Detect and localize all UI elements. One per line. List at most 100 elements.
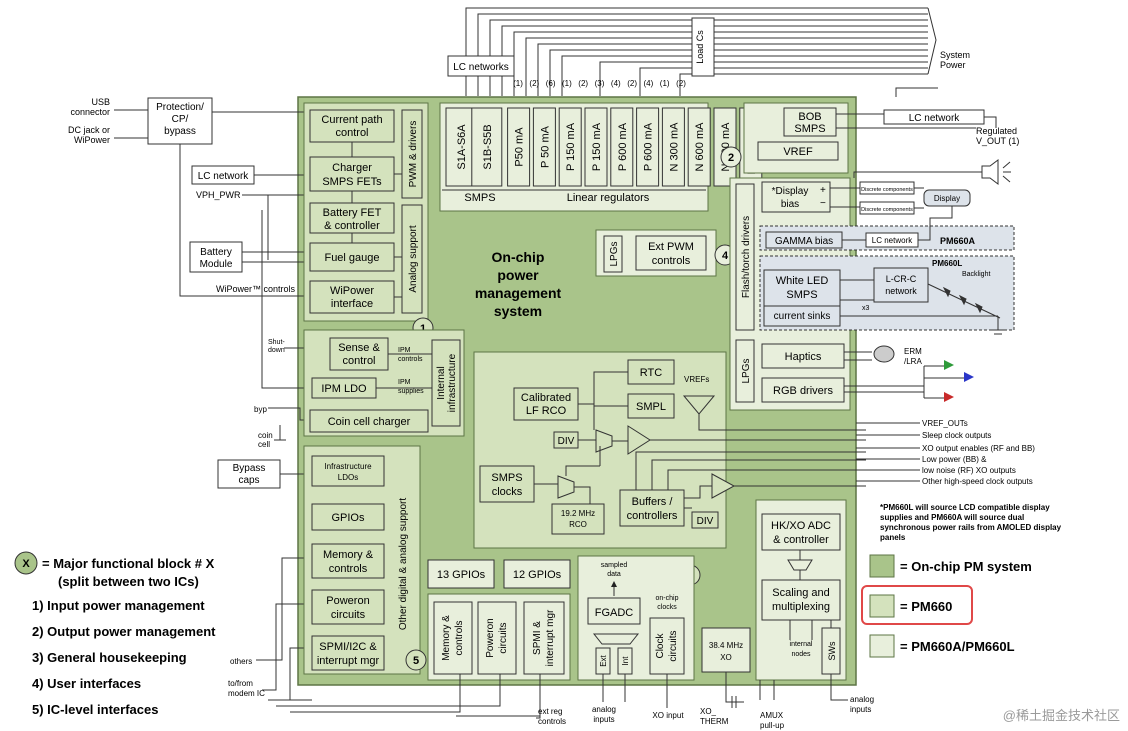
- current-path-box: [309, 109, 395, 143]
- ipm-controls-line1: IPM: [398, 347, 411, 354]
- dc-jack-line2: WiPower: [74, 135, 110, 145]
- protection-box: [147, 97, 213, 145]
- block5-marker: [405, 649, 427, 671]
- hkxo-adc-box: [761, 513, 841, 551]
- battery-fet-box: [309, 202, 395, 234]
- infra-ldos-line1: Infrastructure: [324, 462, 372, 471]
- ext-label: Ext: [599, 654, 608, 666]
- on-chip-clocks-line2: clocks: [657, 604, 677, 611]
- legend-swatch-label: = PM660: [900, 599, 952, 614]
- rco-19-line2: RCO: [569, 520, 587, 529]
- right-output-label: Other high-speed clock outputs: [922, 477, 1033, 486]
- lpgs-label-2: LPGs: [741, 358, 752, 383]
- erm-lra-line1: ERM: [904, 347, 922, 356]
- analog-support-box: [401, 204, 423, 314]
- fgadc-label: FGADC: [595, 607, 634, 619]
- buffers-line1: Buffers /: [632, 496, 674, 508]
- legend-swatch-label: = On-chip PM system: [900, 559, 1032, 574]
- pow2-box: [477, 601, 517, 675]
- discrete-components-2-label: Discrete components: [861, 207, 913, 213]
- calibrated-lf-rco-box: [513, 387, 579, 421]
- smps-clocks-line1: SMPS: [491, 472, 522, 484]
- block5-number: 5: [413, 655, 419, 667]
- legend-item: 5) IC-level interfaces: [32, 702, 158, 717]
- display-bias-plus: +: [820, 185, 826, 196]
- usb-connector-line2: connector: [70, 107, 110, 117]
- mem2-box: [433, 601, 473, 675]
- lpgs-box-2: [735, 339, 755, 403]
- system-power-line1: System: [940, 50, 970, 60]
- hkxo-adc-line2: & controller: [773, 534, 829, 546]
- rgb-drivers-box: [761, 377, 845, 403]
- analog-inputs-line1: analog: [592, 705, 616, 714]
- clock-circuits-line2: circuits: [668, 630, 679, 661]
- wipower-interface-line2: interface: [331, 298, 373, 310]
- clock-circuits-box: [649, 617, 685, 675]
- charger-line1: Charger: [332, 162, 372, 174]
- backlight-label: Backlight: [962, 271, 990, 278]
- bob-smps-box: [783, 107, 837, 137]
- regulator-column-label: P 150 mA: [591, 122, 603, 171]
- legend-x-marker: [14, 551, 38, 575]
- chip-title: On-chip power management system: [475, 249, 562, 319]
- memory-controls-line2: controls: [329, 563, 368, 575]
- div-label-1: DIV: [558, 436, 575, 447]
- sense-control-box: [329, 337, 389, 371]
- usb-connector-line1: USB: [91, 97, 110, 107]
- fgadc-box: [587, 597, 641, 625]
- amux-line2: pull-up: [760, 721, 785, 730]
- legend-item: 3) General housekeeping: [32, 650, 187, 665]
- hkxo-adc-line1: HK/XO ADC: [771, 520, 831, 532]
- chip-title-line2: power: [497, 267, 539, 283]
- regulator-column: [471, 107, 503, 187]
- right-output-label: Sleep clock outputs: [922, 431, 991, 440]
- gpios-box: [311, 503, 385, 531]
- memory-controls-line1: Memory &: [323, 549, 374, 561]
- lcrc-network-box: [873, 267, 929, 303]
- chip-title-line3: management: [475, 285, 562, 301]
- xo-input-label: XO input: [652, 711, 684, 720]
- block2-number: 2: [728, 152, 734, 164]
- ipm-ldo-label: IPM LDO: [321, 383, 367, 395]
- ldo-count: (1): [513, 79, 523, 88]
- ldo-count: (1): [562, 79, 572, 88]
- right-output-label: XO output enables (RF and BB): [922, 444, 1035, 453]
- regulator-column-label: P 150 mA: [565, 122, 577, 171]
- regulator-column-label: N 300 mA: [668, 122, 680, 172]
- protection-line2: CP/: [172, 114, 189, 125]
- internal-infra-line1: Internal: [436, 366, 447, 399]
- ldo-count: (2): [529, 79, 539, 88]
- flash-torch-box: [735, 183, 755, 331]
- display-box: [923, 189, 971, 207]
- rtc-label: RTC: [640, 367, 662, 379]
- battery-module-box: [189, 241, 243, 273]
- regulator-column: [584, 107, 608, 187]
- regulated-vout-line2: V_OUT (1): [976, 136, 1019, 146]
- watermark: @稀土掘金技术社区: [1003, 708, 1120, 723]
- right-output-label: Low power (BB) &: [922, 455, 987, 464]
- regulator-column-label: P 50 mA: [539, 125, 551, 168]
- dc-jack-line1: DC jack or: [68, 125, 110, 135]
- pm660a-lc-network-label: LC network: [872, 236, 913, 245]
- footnote-line1: *PM660L will source LCD compatible displ…: [880, 503, 1050, 512]
- others-label: others: [230, 657, 252, 666]
- wipower-controls-label: WiPower™ controls: [216, 284, 296, 294]
- load-cs-label: Load Cs: [695, 30, 705, 64]
- regulator-column: [661, 107, 685, 187]
- block1-number: 1: [420, 323, 426, 335]
- regulator-column: [507, 107, 531, 187]
- x3-label: x3: [862, 305, 870, 312]
- shutdown-line2: down: [268, 347, 285, 354]
- spmi2-line1: SPMI &: [532, 621, 543, 655]
- vref-label: VREF: [783, 146, 813, 158]
- backlight-led-string: [840, 279, 1004, 335]
- smpl-box: [627, 393, 675, 419]
- xo-therm-line1: XO_: [700, 707, 717, 716]
- gpios-label: GPIOs: [331, 512, 365, 524]
- footnote-line2: supplies and PM660A will source dual: [880, 513, 1024, 522]
- pm660l-label: PM660L: [932, 259, 962, 268]
- legend-x-letter: X: [22, 558, 30, 570]
- xo-line2: XO: [720, 653, 732, 662]
